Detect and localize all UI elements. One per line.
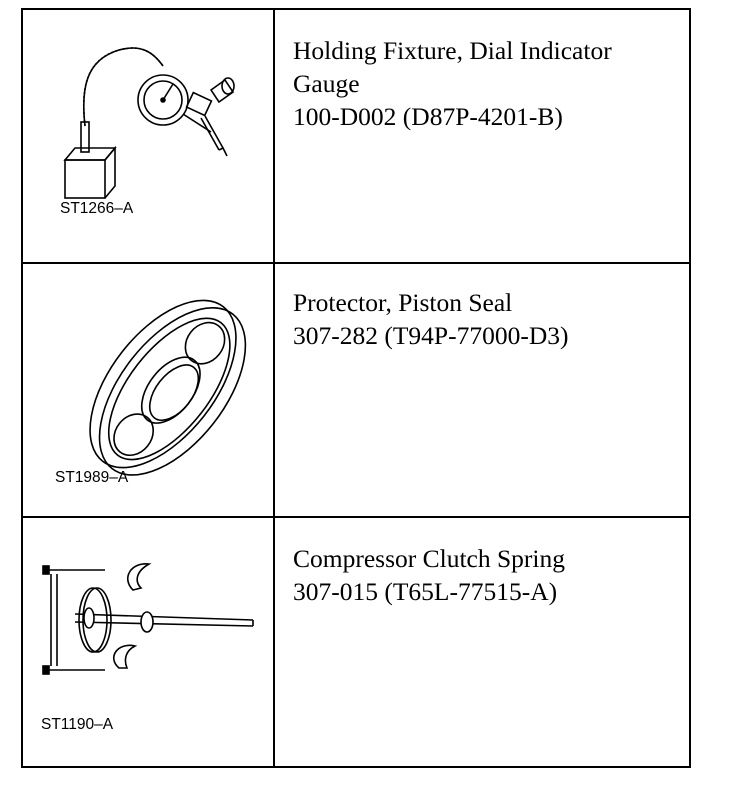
special-tools-table: ST1266–A Holding Fixture, Dial Indicator…	[21, 8, 691, 768]
dial-indicator-icon	[63, 47, 235, 199]
tool-name: Holding Fixture, Dial Indicator	[293, 36, 612, 65]
tool-code: ST1989–A	[55, 469, 129, 486]
tool-row: ST1266–A Holding Fixture, Dial Indicator…	[23, 10, 689, 264]
tool-description: Protector, Piston Seal 307-282 (T94P-770…	[275, 264, 689, 516]
tool-code: ST1190–A	[41, 716, 114, 733]
tool-name: Compressor Clutch Spring	[293, 544, 565, 573]
tool-name: Protector, Piston Seal	[293, 288, 513, 317]
tool-number: 100-D002 (D87P-4201-B)	[293, 102, 563, 131]
tool-number: 307-282 (T94P-77000-D3)	[293, 321, 569, 350]
tool-description: Holding Fixture, Dial Indicator Gauge 10…	[275, 10, 689, 262]
tool-name-continued: Gauge	[293, 69, 360, 98]
tool-row: ST1190–A Compressor Clutch Spring 307-01…	[23, 518, 689, 766]
clutch-spring-compressor-icon	[42, 563, 254, 675]
tool-code: ST1266–A	[60, 200, 134, 217]
piston-seal-protector-icon	[89, 299, 247, 476]
tool-image-cell: ST1989–A	[23, 264, 275, 516]
tool-image-cell: ST1266–A	[23, 10, 275, 262]
tool-description: Compressor Clutch Spring 307-015 (T65L-7…	[275, 518, 689, 766]
tool-image-cell: ST1190–A	[23, 518, 275, 766]
tool-number: 307-015 (T65L-77515-A)	[293, 577, 558, 606]
tool-row: ST1989–A Protector, Piston Seal 307-282 …	[23, 264, 689, 518]
